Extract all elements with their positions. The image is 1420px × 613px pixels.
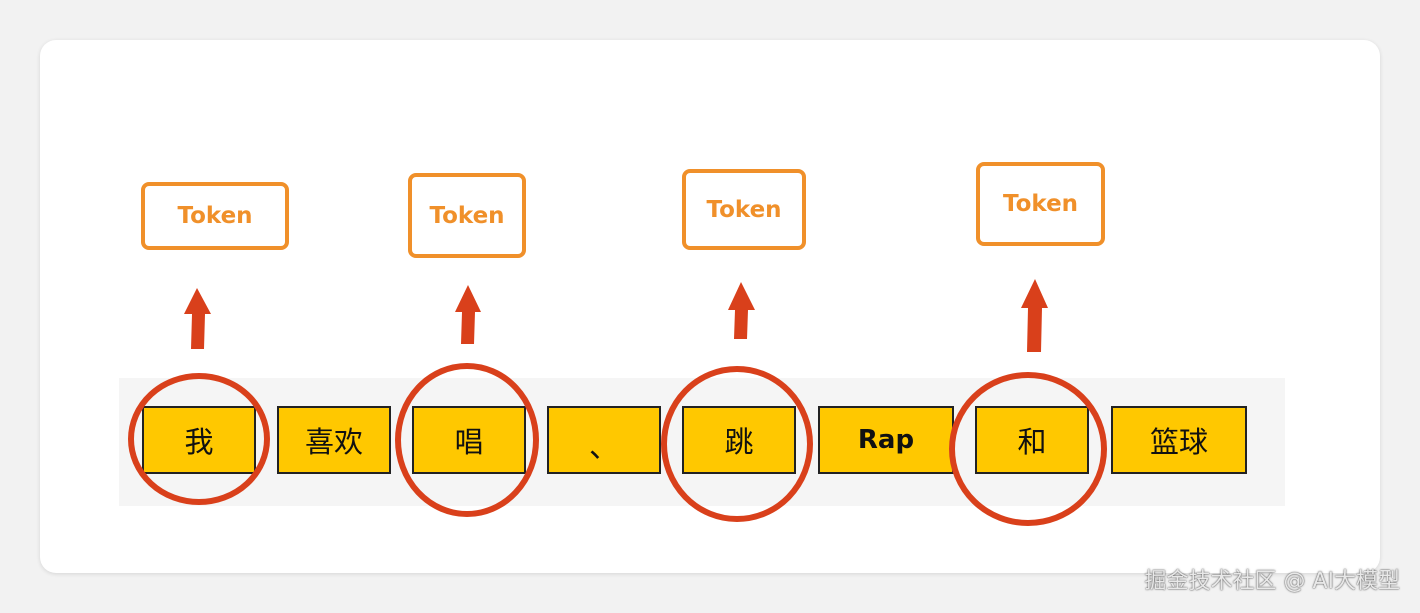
token-box-2: Token: [408, 173, 526, 258]
highlight-circle-1: [128, 373, 270, 505]
highlight-circle-4: [949, 372, 1107, 526]
segment-3: 唱: [412, 406, 526, 474]
segment-7: 和: [975, 406, 1089, 474]
highlight-circle-2: [395, 363, 539, 517]
watermark-text: 掘金技术社区 @ AI大模型: [1144, 569, 1400, 594]
arrow-4: [1021, 279, 1048, 352]
segment-4: 、: [547, 406, 661, 474]
segment-1: 我: [142, 406, 256, 474]
arrow-3: [728, 282, 755, 339]
segment-6: Rap: [818, 406, 954, 474]
highlight-circle-3: [661, 366, 813, 522]
token-box-4: Token: [976, 162, 1105, 246]
segment-8: 篮球: [1111, 406, 1247, 474]
segment-2: 喜欢: [277, 406, 391, 474]
arrow-2: [455, 285, 481, 344]
token-box-1: Token: [141, 182, 289, 250]
token-box-3: Token: [682, 169, 806, 250]
arrow-1: [184, 288, 211, 349]
segment-5: 跳: [682, 406, 796, 474]
